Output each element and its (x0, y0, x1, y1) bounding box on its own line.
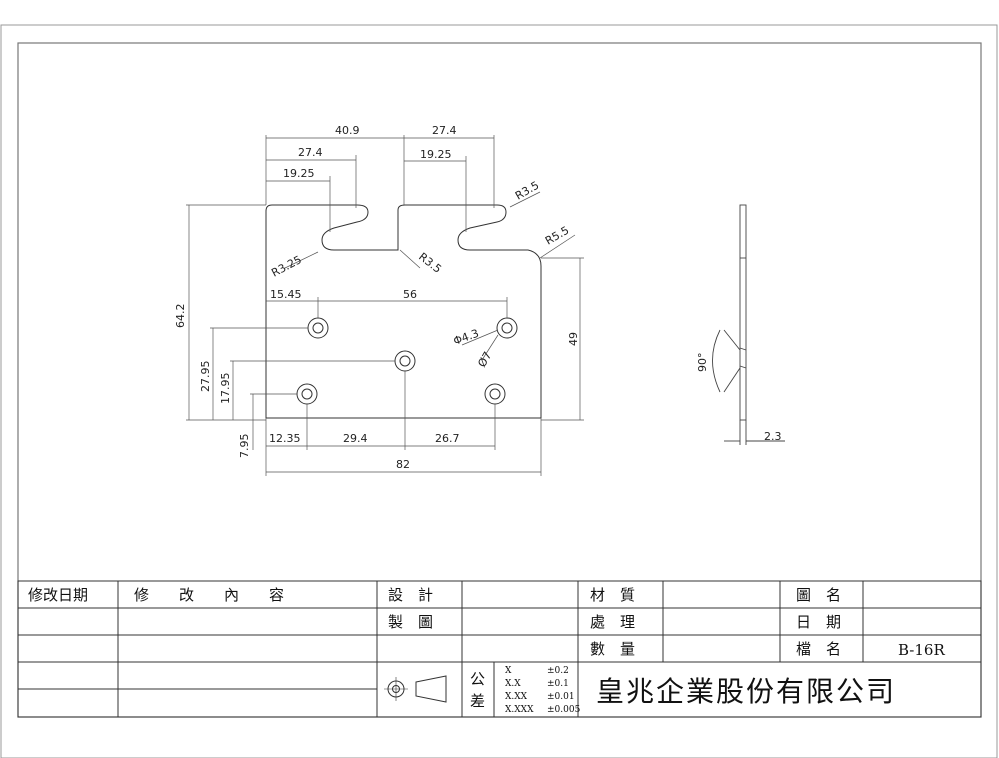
hole-top-left (307, 317, 329, 339)
dim-82: 82 (396, 458, 410, 471)
dim-64-2: 64.2 (174, 304, 187, 329)
front-view (265, 204, 542, 419)
label-treatment: 處 理 (590, 613, 635, 631)
label-drawing-name: 圖 名 (796, 586, 841, 604)
label-revision-date: 修改日期 (28, 586, 88, 604)
dim-17-95: 17.95 (219, 373, 232, 405)
tol-x: X (505, 666, 512, 676)
label-revision-content: 修 改 內 容 (134, 586, 284, 604)
dim-29-4: 29.4 (343, 432, 368, 445)
tol-xxx: X.XX (505, 692, 528, 702)
title-block (17, 580, 982, 718)
title-block-texts: 修改日期 修 改 內 容 設 計 製 圖 材 質 處 理 數 量 圖 名 日 期… (28, 586, 945, 715)
tol-xx: X.X (505, 679, 521, 689)
dim-r3-25: R3.25 (269, 253, 303, 280)
hole-bottom-left (296, 383, 318, 405)
dim-r3-5-bottom: R3.5 (416, 250, 444, 276)
dim-r3-5-top: R3.5 (513, 179, 541, 203)
hole-bottom-right (484, 383, 506, 405)
dim-27-95: 27.95 (199, 361, 212, 393)
label-design: 設 計 (388, 586, 433, 604)
outer-border (0, 24, 998, 758)
tol-xxxx-val: ±0.005 (547, 705, 581, 715)
dim-40-9: 40.9 (335, 124, 360, 137)
dim-56: 56 (403, 288, 417, 301)
dim-15-45: 15.45 (270, 288, 302, 301)
dim-12-35: 12.35 (269, 432, 301, 445)
tol-xxx-val: ±0.01 (547, 692, 575, 702)
dim-26-7: 26.7 (435, 432, 460, 445)
dim-angle-90: 90° (696, 353, 709, 373)
dim-19-25-left: 19.25 (283, 167, 315, 180)
dim-hole-7: Ø7 (475, 349, 494, 369)
label-drafting: 製 圖 (388, 613, 433, 631)
dim-27-4-left: 27.4 (298, 146, 323, 159)
dim-27-4-right: 27.4 (432, 124, 457, 137)
dim-2-3: 2.3 (764, 430, 782, 443)
tol-x-val: ±0.2 (547, 666, 569, 676)
side-view (712, 204, 785, 445)
file-name-value: B-16R (898, 641, 945, 659)
dim-49: 49 (567, 332, 580, 346)
dim-hole-4-3: Φ4.3 (452, 327, 481, 348)
hole-middle (394, 350, 416, 372)
dimension-lines (186, 135, 584, 476)
dimension-texts: 40.9 27.4 19.25 27.4 19.25 R3.5 R5.5 R3.… (174, 124, 580, 471)
plate-outline (265, 204, 542, 419)
hole-top-right (496, 317, 518, 339)
label-tolerance-2: 差 (470, 692, 485, 710)
tol-xxxx: X.XXX (505, 705, 534, 715)
label-quantity: 數 量 (590, 640, 635, 658)
dim-7-95: 7.95 (238, 434, 251, 459)
company-name: 皇兆企業股份有限公司 (596, 675, 896, 708)
label-tolerance-1: 公 (470, 670, 485, 688)
dim-r5-5: R5.5 (543, 224, 571, 248)
label-material: 材 質 (590, 586, 635, 604)
tol-xx-val: ±0.1 (547, 679, 569, 689)
dim-19-25-right: 19.25 (420, 148, 452, 161)
label-file-name: 檔 名 (796, 640, 841, 658)
label-date: 日 期 (796, 613, 841, 631)
